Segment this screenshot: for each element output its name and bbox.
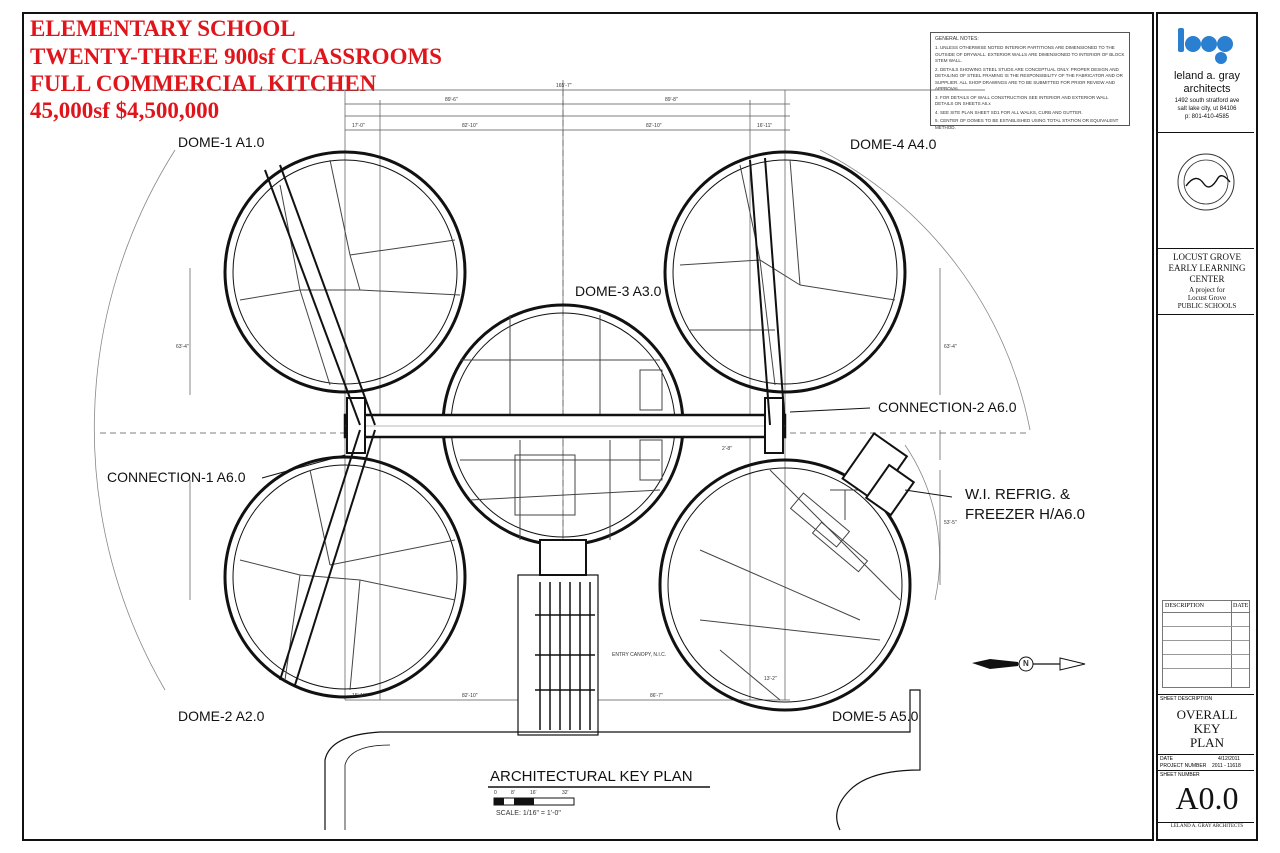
sheet-number-label: SHEET NUMBER (1160, 772, 1200, 778)
revision-date-header: DATE (1233, 603, 1249, 609)
dim-top-left-half: 89'-6" (445, 97, 458, 103)
revision-description-header: DESCRIPTION (1165, 603, 1205, 609)
label-dome-3: DOME-3 A3.0 (575, 283, 662, 299)
sheet-title-line-3: PLAN (1190, 735, 1224, 750)
firm-phone: p: 801-410-4585 (1184, 114, 1230, 120)
label-refrig-line-2: FREEZER H/A6.0 (965, 506, 1086, 523)
project-line-6: PUBLIC SCHOOLS (1177, 302, 1237, 310)
label-dome-2: DOME-2 A2.0 (178, 708, 265, 724)
project-line-3: CENTER (1189, 274, 1225, 284)
label-connection-1: CONNECTION-1 A6.0 (107, 469, 246, 485)
label-entry-canopy: ENTRY CANOPY, N.I.C. (612, 652, 667, 658)
dim-misc-1: 13'-2" (764, 676, 777, 682)
dim-top-right-half: 89'-8" (665, 97, 678, 103)
note-item: 3. FOR DETAILS OF WALL CONSTRUCTION SEE … (935, 94, 1109, 107)
label-dome-1: DOME-1 A1.0 (178, 134, 265, 150)
scale-tick-32: 32' (562, 790, 569, 796)
dim-seg-2: 82'-10" (462, 123, 478, 129)
title-block (1156, 12, 1258, 841)
dim-right-lower: 53'-5" (944, 520, 957, 526)
drawing-sheet-border (22, 12, 1154, 841)
firm-name-line-2: architects (1183, 83, 1231, 95)
project-line-5: Locust Grove (1187, 294, 1227, 302)
scale-tick-0: 0 (494, 790, 497, 796)
dim-overall: 165'-7" (556, 83, 572, 89)
sheet-number: A0.0 (1175, 780, 1239, 816)
floor-plan (93, 80, 1086, 831)
scale-tick-16: 16' (530, 790, 537, 796)
dim-seg-3: 82'-10" (646, 123, 662, 129)
title-block-content: leland a. gray architects 1492 south str… (1156, 12, 1258, 841)
key-plan-title: ARCHITECTURAL KEY PLAN (490, 768, 693, 785)
headline-line-4: 45,000sf $4,500,000 (30, 98, 220, 123)
headline-line-3: FULL COMMERCIAL KITCHEN (30, 71, 377, 96)
architect-seal (1176, 152, 1236, 212)
sheet-description-label: SHEET DESCRIPTION (1160, 696, 1213, 702)
note-item: 1. UNLESS OTHERWISE NOTED INTERIOR PARTI… (935, 45, 1125, 63)
project-line-2: EARLY LEARNING (1168, 263, 1246, 273)
dim-left-side: 63'-4" (176, 344, 189, 350)
project-number-label: PROJECT NUMBER (1160, 763, 1207, 769)
note-item: 4. SEE SITE PLAN SHEET SD1 FOR ALL WALKS… (935, 109, 1083, 115)
note-item: 5. CENTER OF DOMES TO BE ESTABLISHED USI… (935, 118, 1119, 130)
headline-line-1: ELEMENTARY SCHOOL (30, 16, 296, 41)
firm-logo (1176, 22, 1238, 66)
title-block-footer: LELAND A. GRAY ARCHITECTS (1170, 824, 1244, 829)
dim-misc-2: 2'-8" (722, 446, 732, 452)
label-refrig-line-1: W.I. REFRIG. & (965, 486, 1071, 503)
dim-bottom-3: 86'-7" (650, 693, 663, 699)
general-notes: GENERAL NOTES: 1. UNLESS OTHERWISE NOTED… (930, 32, 1130, 130)
north-letter: N (1023, 659, 1029, 668)
label-connection-2: CONNECTION-2 A6.0 (878, 399, 1017, 415)
dim-right-side: 63'-4" (944, 344, 957, 350)
note-item: 2. DETAILS SHOWING STEEL STUDS ARE CONCE… (935, 66, 1123, 92)
notes-heading: GENERAL NOTES: (935, 36, 979, 42)
scale-text: SCALE: 1/16" = 1'-0" (496, 810, 561, 817)
sheet-title-line-2: KEY (1193, 721, 1221, 736)
headline-line-2: TWENTY-THREE 900sf CLASSROOMS (30, 44, 442, 69)
firm-name-line-1: leland a. gray (1173, 70, 1241, 82)
scale-bar (488, 786, 710, 806)
firm-address-2: salt lake city, ut 84106 (1177, 106, 1237, 112)
sheet-title-line-1: OVERALL (1176, 707, 1238, 722)
project-number-value: 2011 - 11618 (1212, 763, 1241, 769)
revision-table: DESCRIPTION DATE (1162, 600, 1250, 688)
label-dome-4: DOME-4 A4.0 (850, 136, 937, 152)
date-label: DATE (1160, 756, 1173, 762)
project-line-4: A project for (1189, 286, 1225, 294)
dim-seg-4: 16'-11" (757, 123, 773, 129)
label-dome-5: DOME-5 A5.0 (832, 708, 919, 724)
firm-address-1: 1492 south stratford ave (1174, 98, 1240, 104)
dim-bottom-1: 15'-11" (352, 693, 368, 699)
date-value: 4/12/2011 (1218, 756, 1240, 762)
dim-seg-1: 17'-0" (352, 123, 365, 129)
scale-tick-8: 8' (511, 790, 515, 796)
north-arrow (972, 656, 1086, 672)
project-line-1: LOCUST GROVE (1172, 252, 1242, 262)
dim-bottom-2: 82'-10" (462, 693, 478, 699)
